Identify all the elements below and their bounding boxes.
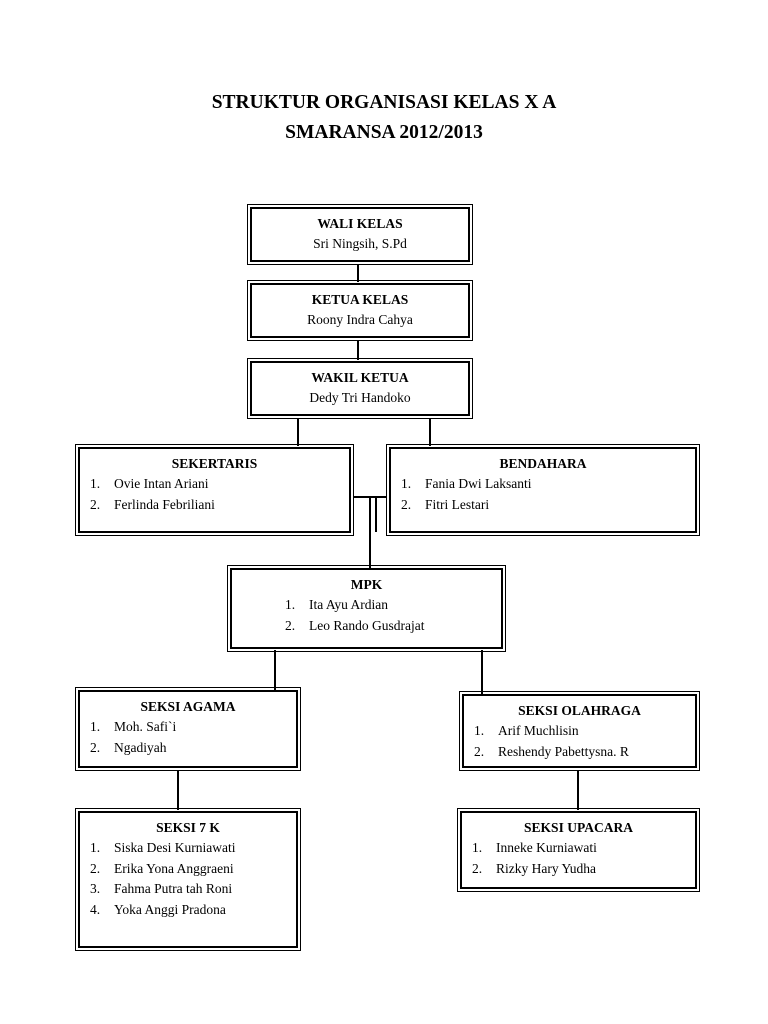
seksi-olahraga-box: SEKSI OLAHRAGA 1. Arif Muchlisin 2. Reshen… [459, 691, 700, 771]
list-item: 1. Ita Ayu Ardian [285, 595, 501, 616]
ketua-kelas-role: KETUA KELAS [311, 292, 409, 307]
bendahara-box: BENDAHARA 1. Fania Dwi Laksanti 2. Fitri L… [386, 444, 700, 536]
list-item: 2. Ngadiyah [90, 738, 296, 759]
connector-wali-ketua [357, 264, 359, 282]
wakil-ketua-name: Dedy Tri Handoko [309, 390, 411, 405]
list-item-number: 3. [90, 881, 101, 896]
list-item: 1. Inneke Kurniawati [472, 838, 695, 859]
seksi-upacara-member-list: 1. Inneke Kurniawati 2. Rizky Hary Yudha [472, 838, 695, 879]
list-item-name: Rizky Hary Yudha [496, 860, 596, 876]
wali-kelas-role: WALI KELAS [317, 216, 403, 231]
list-item-name: Moh. Safi`i [114, 719, 177, 734]
list-item-name: Yoka Anggi Pradona [114, 901, 226, 917]
seksi-upacara-box: SEKSI UPACARA 1. Inneke Kurniawati 2. Rizk… [457, 808, 700, 892]
seksi-agama-role: SEKSI AGAMA [140, 699, 236, 714]
connector-mpk-olahraga [481, 650, 483, 694]
wali-kelas-name: Sri Ningsih, S.Pd [313, 236, 407, 251]
list-item-number: 2. [285, 617, 296, 633]
list-item: 1. Siska Desi Kurniawati [90, 838, 296, 859]
seksi-olahraga-role: SEKSI OLAHRAGA [518, 703, 641, 718]
list-item-name: Erika Yona Anggraeni [114, 860, 234, 876]
seksi-agama-member-list: 1. Moh. Safi`i 2. Ngadiyah [90, 717, 296, 758]
list-item: 4. Yoka Anggi Pradona [90, 900, 296, 921]
list-item-number: 1. [472, 840, 483, 855]
list-item: 2. Fitri Lestari [401, 495, 695, 516]
list-item-number: 1. [90, 476, 101, 491]
list-item: 2. Ferlinda Febriliani [90, 495, 349, 516]
sekertaris-member-list: 1. Ovie Intan Ariani 2. Ferlinda Febrilian… [90, 474, 349, 515]
chart-title-line-1: STRUKTUR ORGANISASI KELAS X A [211, 92, 557, 113]
list-item-number: 1. [285, 597, 296, 612]
wakil-ketua-box: WAKIL KETUA Dedy Tri Handoko [247, 358, 473, 419]
wakil-ketua-role: WAKIL KETUA [311, 370, 409, 385]
list-item-name: Inneke Kurniawati [496, 840, 597, 855]
wali-kelas-box: WALI KELAS Sri Ningsih, S.Pd [247, 204, 473, 265]
list-item-name: Ita Ayu Ardian [309, 597, 388, 612]
list-item-number: 1. [401, 476, 412, 491]
list-item: 2. Reshendy Pabettysna. R [474, 742, 695, 763]
sekertaris-box: SEKERTARIS 1. Ovie Intan Ariani 2. Ferlind… [75, 444, 354, 536]
sekertaris-role: SEKERTARIS [171, 456, 258, 471]
mpk-role: MPK [350, 577, 383, 592]
list-item-name: Fania Dwi Laksanti [425, 476, 532, 491]
list-item: 1. Fania Dwi Laksanti [401, 474, 695, 495]
seksi-olahraga-member-list: 1. Arif Muchlisin 2. Reshendy Pabettysna. … [474, 721, 695, 762]
connector-wakil-bendahara [429, 418, 431, 446]
list-item-number: 2. [474, 743, 485, 759]
list-item-number: 2. [90, 860, 101, 876]
ketua-kelas-name: Roony Indra Cahya [307, 312, 413, 327]
list-item-number: 1. [90, 719, 101, 734]
list-item: 3. Fahma Putra tah Roni [90, 879, 296, 900]
connector-wakil-sekertaris [297, 418, 299, 446]
list-item-number: 2. [472, 860, 483, 876]
connector-middle-vertical-right [375, 496, 377, 532]
list-item: 2. Erika Yona Anggraeni [90, 859, 296, 880]
list-item-name: Ngadiyah [114, 739, 167, 755]
list-item-name: Reshendy Pabettysna. R [498, 743, 629, 759]
connector-agama-7k [177, 770, 179, 810]
connector-middle-vertical-left [369, 496, 371, 568]
ketua-kelas-box: KETUA KELAS Roony Indra Cahya [247, 280, 473, 341]
connector-mpk-agama [274, 650, 276, 690]
seksi-7k-role: SEKSI 7 K [156, 820, 220, 835]
list-item-name: Arif Muchlisin [498, 723, 579, 738]
list-item-number: 2. [90, 739, 101, 755]
list-item-name: Fitri Lestari [425, 496, 490, 512]
list-item: 2. Rizky Hary Yudha [472, 859, 695, 880]
seksi-agama-box: SEKSI AGAMA 1. Moh. Safi`i 2. Ngadiyah [75, 687, 301, 771]
list-item-number: 2. [401, 496, 412, 512]
connector-ketua-wakil [357, 340, 359, 360]
list-item: 2. Leo Rando Gusdrajat [285, 616, 501, 637]
seksi-7k-box: SEKSI 7 K 1. Siska Desi Kurniawati 2. Erik… [75, 808, 301, 951]
list-item-name: Ovie Intan Ariani [114, 476, 209, 491]
list-item-name: Leo Rando Gusdrajat [309, 617, 425, 633]
seksi-upacara-role: SEKSI UPACARA [524, 820, 633, 835]
list-item-number: 1. [474, 723, 485, 738]
bendahara-member-list: 1. Fania Dwi Laksanti 2. Fitri Lestari [401, 474, 695, 515]
bendahara-role: BENDAHARA [499, 456, 587, 471]
connector-olahraga-upacara [577, 770, 579, 810]
list-item: 1. Ovie Intan Ariani [90, 474, 349, 495]
list-item-name: Fahma Putra tah Roni [114, 881, 233, 896]
chart-title-line-2: SMARANSA 2012/2013 [285, 122, 483, 143]
list-item-name: Siska Desi Kurniawati [114, 840, 236, 855]
list-item-number: 1. [90, 840, 101, 855]
list-item: 1. Moh. Safi`i [90, 717, 296, 738]
list-item-name: Ferlinda Febriliani [114, 496, 215, 512]
list-item-number: 2. [90, 496, 101, 512]
seksi-7k-member-list: 1. Siska Desi Kurniawati 2. Erika Yona Ang… [90, 838, 296, 920]
list-item: 1. Arif Muchlisin [474, 721, 695, 742]
mpk-box: MPK 1. Ita Ayu Ardian 2. Leo Rando Gusdraj… [227, 565, 506, 652]
list-item-number: 4. [90, 901, 101, 917]
mpk-member-list: 1. Ita Ayu Ardian 2. Leo Rando Gusdrajat [285, 595, 501, 636]
